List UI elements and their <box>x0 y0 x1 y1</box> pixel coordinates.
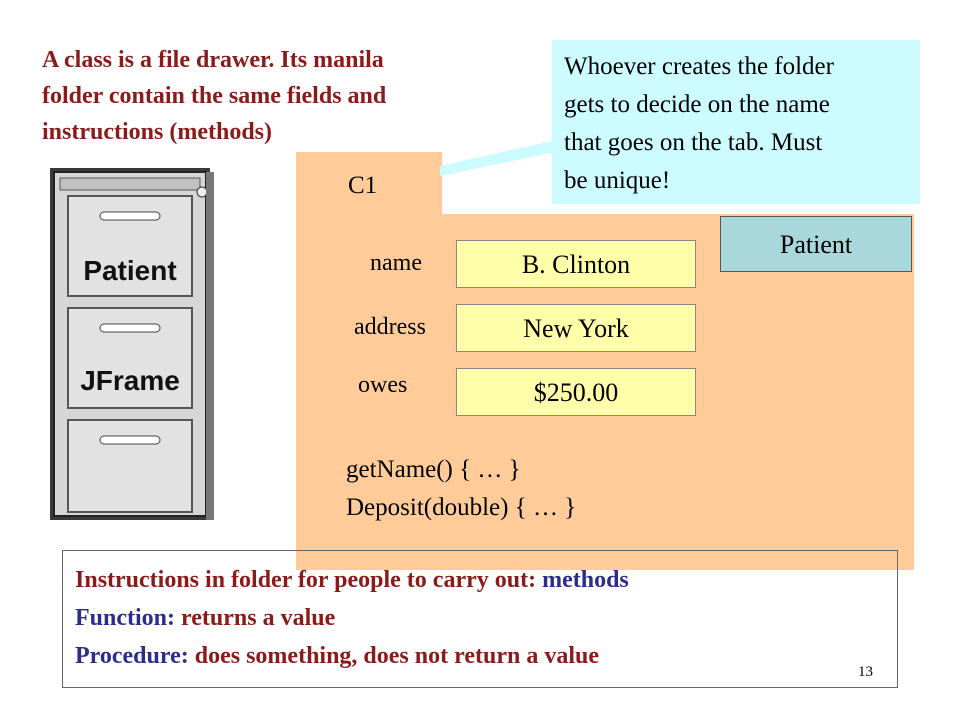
field-value-owes: $250.00 <box>456 368 696 416</box>
drawer-label-patient: Patient <box>83 255 176 286</box>
field-label-name: name <box>370 250 422 276</box>
folder-tab <box>296 152 442 222</box>
notes-line-3: Procedure: does something, does not retu… <box>75 637 897 675</box>
heading-line-3: instructions (methods) <box>42 119 273 145</box>
notes-line-1: Instructions in folder for people to car… <box>75 561 897 599</box>
notes-line-2-text: returns a value <box>175 605 336 631</box>
field-value-name: B. Clinton <box>456 240 696 288</box>
callout-line-1: Whoever creates the folder <box>564 53 834 80</box>
callout-line-4: be unique! <box>564 167 671 194</box>
notes-line-3-text: does something, does not return a value <box>188 643 599 669</box>
drawer-label-jframe: JFrame <box>80 365 180 396</box>
method-deposit: Deposit(double) { … } <box>346 494 577 521</box>
heading-line-1: A class is a file drawer. Its manila <box>42 47 384 73</box>
callout-line-3: that goes on the tab. Must <box>564 129 823 156</box>
field-label-owes: owes <box>358 372 408 398</box>
notes-box: Instructions in folder for people to car… <box>62 550 898 688</box>
notes-term-methods: methods <box>542 567 629 593</box>
slide-number: 13 <box>858 664 873 680</box>
notes-line-1-text: Instructions in folder for people to car… <box>75 567 543 593</box>
callout-box: Whoever creates the folder gets to decid… <box>552 40 920 204</box>
file-cabinet-icon: Patient JFrame <box>50 168 214 520</box>
notes-term-function: Function: <box>75 605 176 631</box>
folder-tab-label: C1 <box>348 172 378 199</box>
class-name-badge: Patient <box>720 216 912 272</box>
field-label-address: address <box>354 314 426 340</box>
method-getname: getName() { … } <box>346 456 521 483</box>
field-value-address: New York <box>456 304 696 352</box>
notes-term-procedure: Procedure: <box>75 643 189 669</box>
callout-line-2: gets to decide on the name <box>564 91 830 118</box>
notes-line-2: Function: returns a value <box>75 599 897 637</box>
slide-heading: A class is a file drawer. Its manila fol… <box>42 42 512 150</box>
heading-line-2: folder contain the same fields and <box>42 83 387 109</box>
